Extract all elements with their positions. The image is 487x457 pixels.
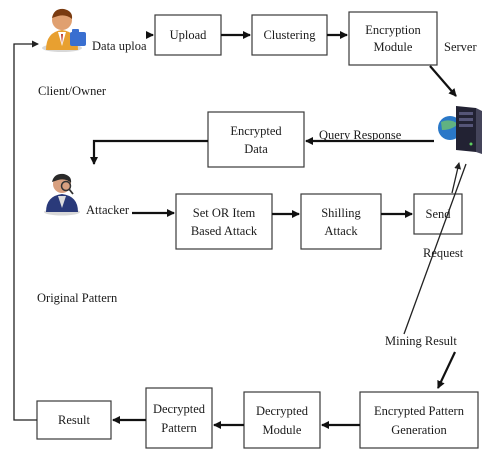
decrypted-pattern-label-line2: Pattern — [161, 421, 197, 435]
result-label: Result — [58, 413, 90, 427]
mining-result-label: Mining Result — [385, 334, 457, 348]
client-owner-label: Client/Owner — [38, 84, 107, 98]
decrypted-module-label-line1: Decrypted — [256, 404, 309, 418]
user-icon — [42, 8, 86, 52]
send-label: Send — [426, 207, 452, 221]
decrypted-pattern-label-line1: Decrypted — [153, 402, 206, 416]
arrow-mining-to-encrypted-pattern — [437, 351, 456, 389]
encrypted-pattern-generation-label-line2: Generation — [391, 423, 447, 437]
query-response-label: Query Response — [319, 128, 402, 142]
decrypted-pattern-box: Decrypted Pattern — [145, 387, 213, 449]
encrypted-data-label-line2: Data — [244, 142, 268, 156]
encrypted-data-box: Encrypted Data — [207, 111, 305, 168]
shilling-attack-label-line2: Attack — [324, 224, 358, 238]
encryption-module-label-line2: Module — [374, 40, 413, 54]
set-or-item-attack-label-line1: Set OR Item — [193, 206, 256, 220]
attacker-icon — [44, 173, 80, 216]
set-or-item-attack-label-line2: Based Attack — [191, 224, 258, 238]
arrow-encrypted-data-to-attacker — [90, 139, 208, 165]
original-pattern-label: Original Pattern — [37, 291, 118, 305]
arrow-result-loop-to-owner — [13, 40, 39, 421]
decrypted-module-box: Decrypted Module — [243, 391, 321, 449]
clustering-label: Clustering — [263, 28, 316, 42]
upload-box: Upload — [154, 14, 222, 56]
clustering-box: Clustering — [251, 14, 328, 56]
shilling-attack-label-line1: Shilling — [321, 206, 361, 220]
arrow-encryption-to-server — [429, 65, 457, 97]
data-upload-label: Data uploa — [92, 39, 147, 53]
encryption-module-box: Encryption Module — [348, 11, 438, 66]
shilling-attack-box: Shilling Attack — [300, 193, 382, 250]
encrypted-pattern-generation-box: Encrypted Pattern Generation — [359, 391, 479, 449]
upload-label: Upload — [170, 28, 208, 42]
arrow-send-to-server — [451, 162, 462, 194]
decrypted-module-label-line2: Module — [263, 423, 302, 437]
line-server-to-mining — [403, 163, 467, 335]
attacker-label: Attacker — [86, 203, 130, 217]
encrypted-data-label-line1: Encrypted — [230, 124, 282, 138]
encryption-module-label-line1: Encryption — [365, 23, 421, 37]
send-box: Send — [413, 193, 463, 235]
server-label: Server — [444, 40, 477, 54]
set-or-item-attack-box: Set OR Item Based Attack — [175, 193, 273, 250]
result-box: Result — [36, 400, 112, 440]
request-label: Request — [423, 246, 464, 260]
server-icon — [438, 106, 482, 154]
encrypted-pattern-generation-label-line1: Encrypted Pattern — [374, 404, 465, 418]
